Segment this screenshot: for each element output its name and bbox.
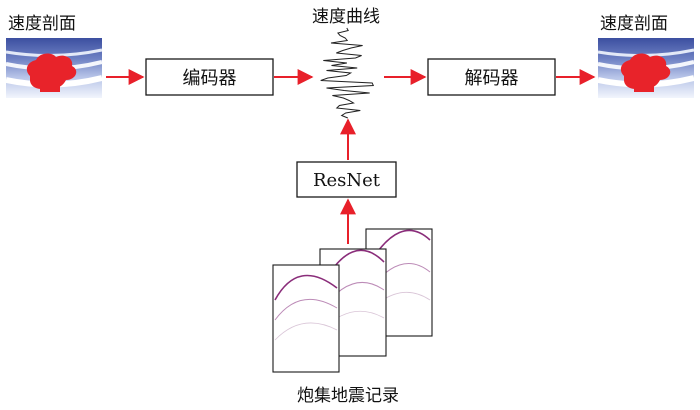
resnet-block: ResNet xyxy=(296,161,397,198)
shot-gather-front-event-2 xyxy=(274,299,338,321)
shot-gather-front-frame xyxy=(272,264,340,373)
velocity-section-input-label: 速度剖面 xyxy=(8,14,76,34)
decoder-block: 解码器 xyxy=(427,58,556,96)
salt-anomaly-input-stem xyxy=(40,84,60,92)
encoder-block: 编码器 xyxy=(145,58,274,96)
resnet-box xyxy=(296,161,397,198)
salt-anomaly-input xyxy=(26,53,77,89)
shot-gathers: 炮集地震记录 xyxy=(272,228,433,406)
salt-anomaly-output xyxy=(620,53,671,89)
encoder-box xyxy=(145,58,274,96)
velocity-curve-waveform xyxy=(320,27,375,119)
velocity-section-input: 速度剖面 xyxy=(5,14,103,98)
encoder-label: 编码器 xyxy=(183,68,237,89)
shot-records-label: 炮集地震记录 xyxy=(297,386,399,406)
shot-gather-front xyxy=(272,264,340,373)
decoder-label: 解码器 xyxy=(465,68,519,89)
flow-arrows xyxy=(106,69,596,244)
salt-anomaly-output-stem xyxy=(634,84,654,92)
shot-gather-front-event-1 xyxy=(274,274,338,301)
resnet-label: ResNet xyxy=(313,170,381,191)
velocity-section-output: 速度剖面 xyxy=(597,14,695,98)
decoder-box xyxy=(427,58,556,96)
velocity-curve-title: 速度曲线 xyxy=(312,7,380,27)
velocity-section-output-label: 速度剖面 xyxy=(600,14,668,34)
shot-gather-front-event-3 xyxy=(274,322,338,341)
velocity-curve-block: 速度曲线 xyxy=(312,7,380,119)
